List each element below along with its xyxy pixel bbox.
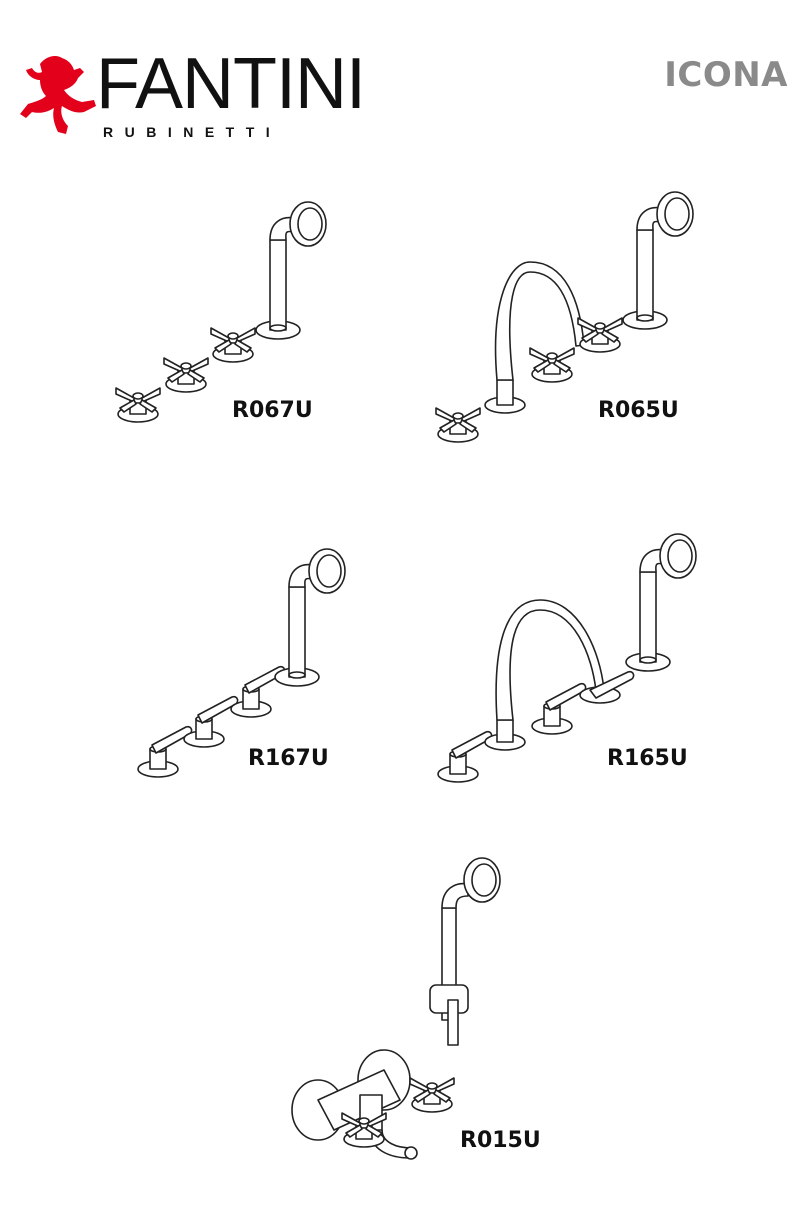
product-r067u-illustration xyxy=(116,202,326,422)
product-r015u-illustration xyxy=(292,858,500,1159)
product-code-r067u: R067U xyxy=(232,398,313,423)
product-code-r165u: R165U xyxy=(607,746,688,771)
product-code-r167u: R167U xyxy=(248,746,329,771)
product-code-r015u: R015U xyxy=(460,1128,541,1153)
product-code-r065u: R065U xyxy=(598,398,679,423)
product-r167u-illustration xyxy=(138,549,345,777)
product-r165u-illustration xyxy=(438,534,696,782)
